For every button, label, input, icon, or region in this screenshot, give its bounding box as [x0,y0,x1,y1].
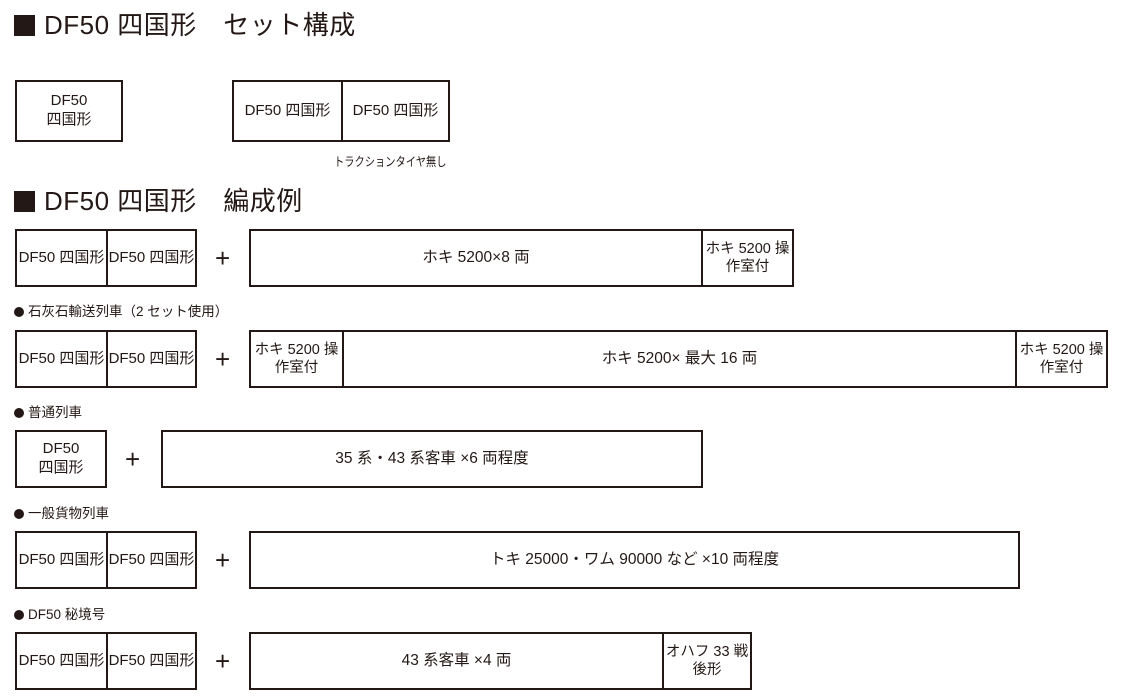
car-name-line2: 四国形 [285,101,331,119]
car-name-line2: 操作室付 [1039,341,1104,376]
section-heading-label: DF50 四国形 セット構成 [44,10,356,40]
car-name-line2: 操作室付 [725,240,790,275]
filled-square-icon [14,190,35,212]
formation-1-plus-sign: + [215,243,231,273]
car-name-line1: DF50 [244,101,282,119]
car-name-line1: DF50 [18,550,56,568]
formation-freight-loco-1: DF50 四国形 [17,533,106,587]
formation-1-loco-group: DF50 四国形 DF50 四国形 [15,229,197,287]
formation-limestone-consist: ホキ 5200× 最大 16 両 [342,332,1015,386]
car-name-line1: DF50 [42,440,80,458]
formation-freight-loco-group: DF50 四国形 DF50 四国形 [15,531,197,589]
car-name-line1: DF50 [18,651,56,669]
formation-limestone-loco-group: DF50 四国形 DF50 四国形 [15,330,197,388]
car-name-line1: ホキ 5200 [1019,341,1085,358]
formation-local-loco-1: DF50 四国形 [15,430,107,488]
formation-limestone-loco-1: DF50 四国形 [17,332,106,386]
car-name-line2: 四国形 [149,248,195,266]
car-name-line1: DF50 [50,92,88,110]
car-name-line1: DF50 [352,101,390,119]
formation-hikyogo-label-row: DF50 秘境号 [14,608,105,622]
car-name-line2: 四国形 [59,349,105,367]
formation-freight-plus-sign: + [215,545,231,575]
car-name-line2: 四国形 [149,550,195,568]
bullet-dot-icon [14,609,24,620]
car-name-line1: ホキ 5200 [705,240,771,257]
car-name-line2: 四国形 [59,248,105,266]
formation-1-consist: ホキ 5200×8 両 [422,249,530,267]
formation-local-plus-sign: + [125,444,141,474]
section-heading-label: DF50 四国形 編成例 [44,186,303,216]
formation-limestone-loco-2: DF50 四国形 [106,332,195,386]
car-name-line2: 操作室付 [274,341,339,376]
formation-1-loco-2: DF50 四国形 [106,231,195,285]
formation-hikyogo-plus-sign: + [215,646,231,676]
formation-limestone-plus-sign: + [215,344,231,374]
formation-1-loco-1: DF50 四国形 [17,231,106,285]
formation-local-consist: 35 系・43 系客車 ×6 両程度 [161,430,703,488]
car-name-line1: ホキ 5200 [254,341,320,358]
formation-limestone-label: 石灰石輸送列車（2 セット使用） [28,304,229,319]
formation-1-consist-group: ホキ 5200×8 両 ホキ 5200 操作室付 [249,229,794,287]
car-name-line1: DF50 [18,349,56,367]
formation-hikyogo-loco-2: DF50 四国形 [106,634,195,688]
car-name-line1: DF50 [18,248,56,266]
formation-freight-loco-2: DF50 四国形 [106,533,195,587]
formation-limestone-consist-group: ホキ 5200 操作室付 ホキ 5200× 最大 16 両 ホキ 5200 操作… [249,330,1108,388]
set-pair-car-1: DF50 四国形 [234,82,341,140]
car-name-line2: 四国形 [59,550,105,568]
formation-hikyogo-consist: 43 系客車 ×4 両 [401,652,512,670]
formation-hikyogo-loco-1: DF50 四国形 [17,634,106,688]
car-name-line2: 戦後形 [692,643,749,678]
car-name-line1: DF50 [108,349,146,367]
formation-limestone-head-car: ホキ 5200 操作室付 [251,332,342,386]
car-name-line1: DF50 [108,651,146,669]
formation-local-label: 普通列車 [28,405,82,420]
formation-1-tail-car: ホキ 5200 操作室付 [701,231,792,285]
car-name-line1: DF50 [108,550,146,568]
car-name-line2: 四国形 [59,651,105,669]
filled-square-icon [14,14,35,36]
car-name-line2: 四国形 [38,459,84,476]
formation-hikyogo-loco-group: DF50 四国形 DF50 四国形 [15,632,197,690]
traction-tire-note: トラクションタイヤ無し [334,155,447,169]
car-name-line2: 四国形 [393,101,439,119]
formation-freight-label-row: 一般貨物列車 [14,507,109,521]
bullet-dot-icon [14,508,24,519]
formation-hikyogo-label: DF50 秘境号 [28,607,106,622]
formation-local-label-row: 普通列車 [14,406,82,420]
bullet-dot-icon [14,306,24,317]
formation-freight-consist: トキ 25000・ワム 90000 など ×10 両程度 [249,531,1020,589]
set-pair-car-2: DF50 四国形 [341,82,448,140]
section-heading-set-composition: DF50 四国形 セット構成 [14,12,356,38]
formation-limestone-tail-car: ホキ 5200 操作室付 [1015,332,1106,386]
bullet-dot-icon [14,407,24,418]
set-box-single: DF50 四国形 [15,80,123,142]
car-name-line1: DF50 [108,248,146,266]
set-box-pair: DF50 四国形 DF50 四国形 [232,80,450,142]
formation-hikyogo-tail-car: オハフ 33 戦後形 [662,634,750,688]
formation-limestone-label-row: 石灰石輸送列車（2 セット使用） [14,305,228,319]
car-name-line1: オハフ 33 [665,643,730,660]
car-name-line2: 四国形 [149,349,195,367]
formation-freight-label: 一般貨物列車 [28,506,109,521]
section-heading-formation-examples: DF50 四国形 編成例 [14,188,303,214]
formation-hikyogo-consist-group: 43 系客車 ×4 両 オハフ 33 戦後形 [249,632,752,690]
car-name-line2: 四国形 [46,111,92,128]
car-name-line2: 四国形 [149,651,195,669]
